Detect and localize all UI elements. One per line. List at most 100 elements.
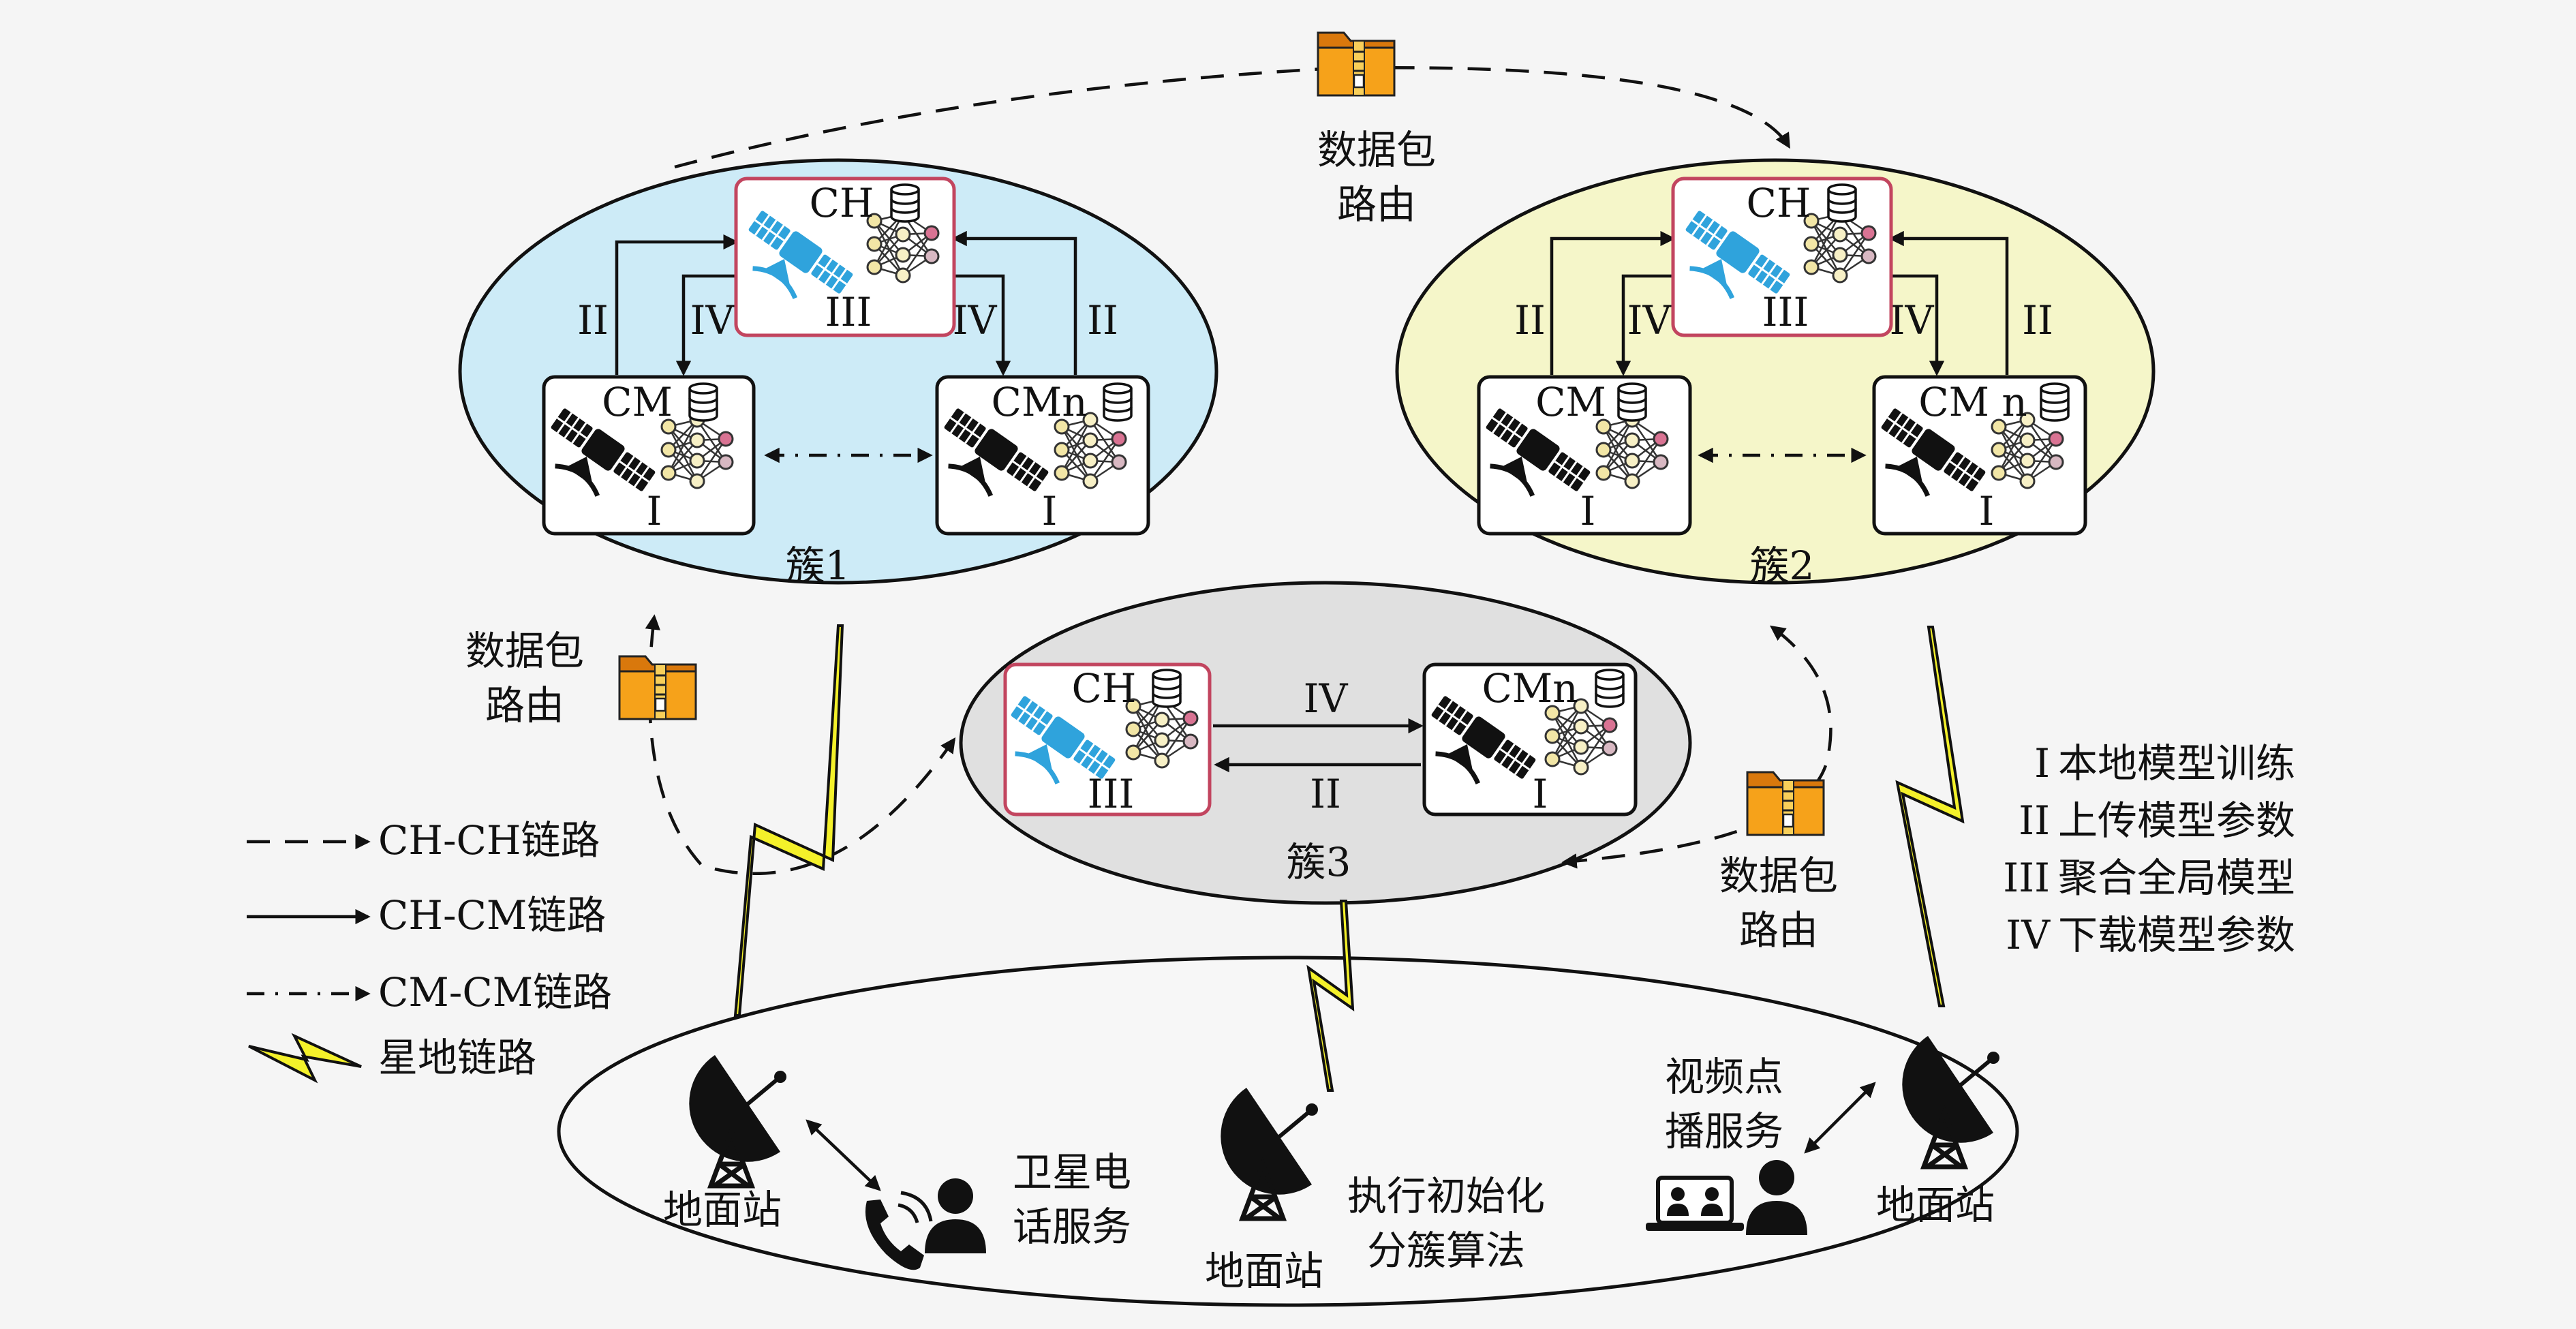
svg-text:星地链路: 星地链路 [378, 1035, 536, 1081]
svg-text:播服务: 播服务 [1665, 1108, 1783, 1155]
ground-right-user-link [1804, 1082, 1876, 1154]
init-clustering-label: 执行初始化 分簇算法 [1347, 1173, 1545, 1274]
c3-ch-label: CH [1072, 665, 1137, 712]
c3-cmn-node[interactable]: CMn I [1414, 662, 1638, 817]
svg-text:IV: IV [2006, 912, 2051, 958]
c2-cmn-label: CM n [1918, 379, 2027, 425]
database-icon [1103, 382, 1133, 422]
c2-cm-stage: I [1580, 488, 1596, 534]
cluster-2-label: 簇2 [1750, 543, 1815, 589]
ch-ch-link-top [674, 66, 1790, 169]
c3-download-label: IV [1304, 675, 1349, 722]
svg-text:上传模型参数: 上传模型参数 [2058, 797, 2295, 844]
c1-cm-stage: I [647, 488, 662, 534]
folder-zip-icon [1746, 771, 1825, 836]
svg-text:卫星电: 卫星电 [1013, 1149, 1131, 1195]
c1-ch-label: CH [810, 180, 874, 226]
legend: CH-CH链路 CH-CM链路 CM-CM链路 星地链路 [247, 817, 612, 1084]
svg-text:III: III [2003, 855, 2050, 901]
ground-station-left-label: 地面站 [663, 1187, 782, 1233]
c1-upload-link-right [951, 230, 1077, 375]
ch-ch-link-left [645, 614, 956, 875]
svg-text:数据包: 数据包 [1317, 127, 1436, 173]
c1-download-label-right: IV [953, 297, 998, 343]
c1-upload-link-left [615, 234, 739, 375]
ground-station-right-label: 地面站 [1876, 1182, 1995, 1228]
c1-cmn-node[interactable]: CMn I [927, 375, 1150, 536]
c2-cm-node[interactable]: CM I [1469, 375, 1692, 536]
database-icon [2040, 382, 2070, 422]
svg-text:路由: 路由 [1337, 181, 1416, 228]
legend-item-cm-cm: CM-CM链路 [247, 969, 612, 1015]
svg-text:路由: 路由 [485, 682, 564, 729]
step-2: II 上传模型参数 [2019, 797, 2295, 844]
c3-ch-stage: III [1088, 771, 1135, 817]
c1-download-link-left [675, 274, 736, 376]
svg-text:执行初始化: 执行初始化 [1347, 1173, 1545, 1219]
c1-ch-stage: III [825, 289, 872, 335]
legend-item-ch-cm: CH-CM链路 [247, 892, 606, 938]
svg-text:视频点: 视频点 [1665, 1054, 1783, 1100]
ch-ch-link-right [1561, 625, 1833, 869]
ground-station-left[interactable]: 地面站 [663, 1055, 786, 1233]
svg-text:CH-CM链路: CH-CM链路 [378, 892, 606, 938]
c2-cmn-stage: I [1979, 488, 1995, 534]
c2-download-link-right [1891, 274, 1945, 376]
svg-text:II: II [2019, 797, 2050, 844]
database-icon [1827, 183, 1857, 223]
c2-download-link-left [1615, 274, 1673, 376]
svg-text:CM-CM链路: CM-CM链路 [378, 969, 612, 1015]
c1-upload-label-right: II [1087, 297, 1118, 343]
cluster-3-label: 簇3 [1287, 839, 1351, 885]
database-icon [1617, 382, 1647, 422]
cluster-1: II II IV IV CH III CM I CMn [534, 177, 1150, 589]
ground-station-right[interactable]: 地面站 [1876, 1036, 1999, 1228]
svg-text:数据包: 数据包 [1719, 853, 1838, 899]
c1-download-link-right [954, 274, 1011, 376]
sat-ground-bolt-right [1895, 626, 1965, 1007]
svg-text:CH-CH链路: CH-CH链路 [378, 817, 600, 864]
c3-upload-label: II [1310, 771, 1341, 817]
satellite-phone-service-label: 卫星电 话服务 [1013, 1149, 1131, 1250]
sat-ground-bolt-left [733, 624, 844, 1017]
folder-zip-icon [618, 655, 697, 720]
packet-routing-label-right: 数据包 路由 [1719, 853, 1838, 953]
ground-left-user-link [806, 1119, 881, 1191]
phone-icon [865, 1191, 933, 1270]
c1-cmn-label: CMn [991, 379, 1087, 425]
cluster-1-label: 簇1 [786, 543, 850, 589]
c1-cmn-stage: I [1042, 488, 1058, 534]
packet-routing-label-left: 数据包 路由 [465, 628, 584, 729]
svg-text:本地模型训练: 本地模型训练 [2058, 740, 2295, 786]
c1-cm-label: CM [602, 379, 673, 425]
step-1: I 本地模型训练 [2034, 740, 2295, 786]
ground-station-middle[interactable]: 地面站 [1205, 1088, 1323, 1294]
c2-ch-label: CH [1747, 180, 1811, 226]
database-icon [890, 183, 920, 223]
c2-download-label-right: IV [1890, 297, 1935, 343]
folder-zip-icon [1317, 31, 1396, 97]
c1-ch-node[interactable]: CH III [731, 177, 956, 337]
c2-cmn-node[interactable]: CM n I [1864, 375, 2087, 536]
cluster-2: II II IV IV CH III CM I CM n I 簇2 [1469, 177, 2087, 589]
steps-key: I 本地模型训练 II 上传模型参数 III 聚合全局模型 IV 下载模型参数 [2003, 740, 2295, 958]
c3-cmn-stage: I [1533, 771, 1548, 817]
legend-item-sat-ground: 星地链路 [248, 1033, 536, 1084]
legend-item-ch-ch: CH-CH链路 [247, 817, 600, 864]
c2-upload-label-left: II [1514, 297, 1546, 343]
c2-upload-label-right: II [2022, 297, 2053, 343]
c2-ch-stage: III [1762, 289, 1809, 335]
svg-text:下载模型参数: 下载模型参数 [2058, 912, 2295, 958]
database-icon [688, 382, 718, 422]
c1-cm-node[interactable]: CM I [534, 375, 756, 536]
c2-upload-link-left [1550, 230, 1676, 375]
packet-routing-label-top: 数据包 路由 [1317, 127, 1436, 228]
c3-ch-node[interactable]: CH III [994, 662, 1212, 817]
c2-ch-node[interactable]: CH III [1668, 177, 1893, 337]
video-conference-icon [1646, 1176, 1744, 1231]
video-service-label: 视频点 播服务 [1665, 1054, 1783, 1155]
c2-upload-link-right [1888, 230, 2009, 375]
svg-text:I: I [2034, 740, 2050, 786]
ground-station-middle-label: 地面站 [1205, 1248, 1323, 1294]
